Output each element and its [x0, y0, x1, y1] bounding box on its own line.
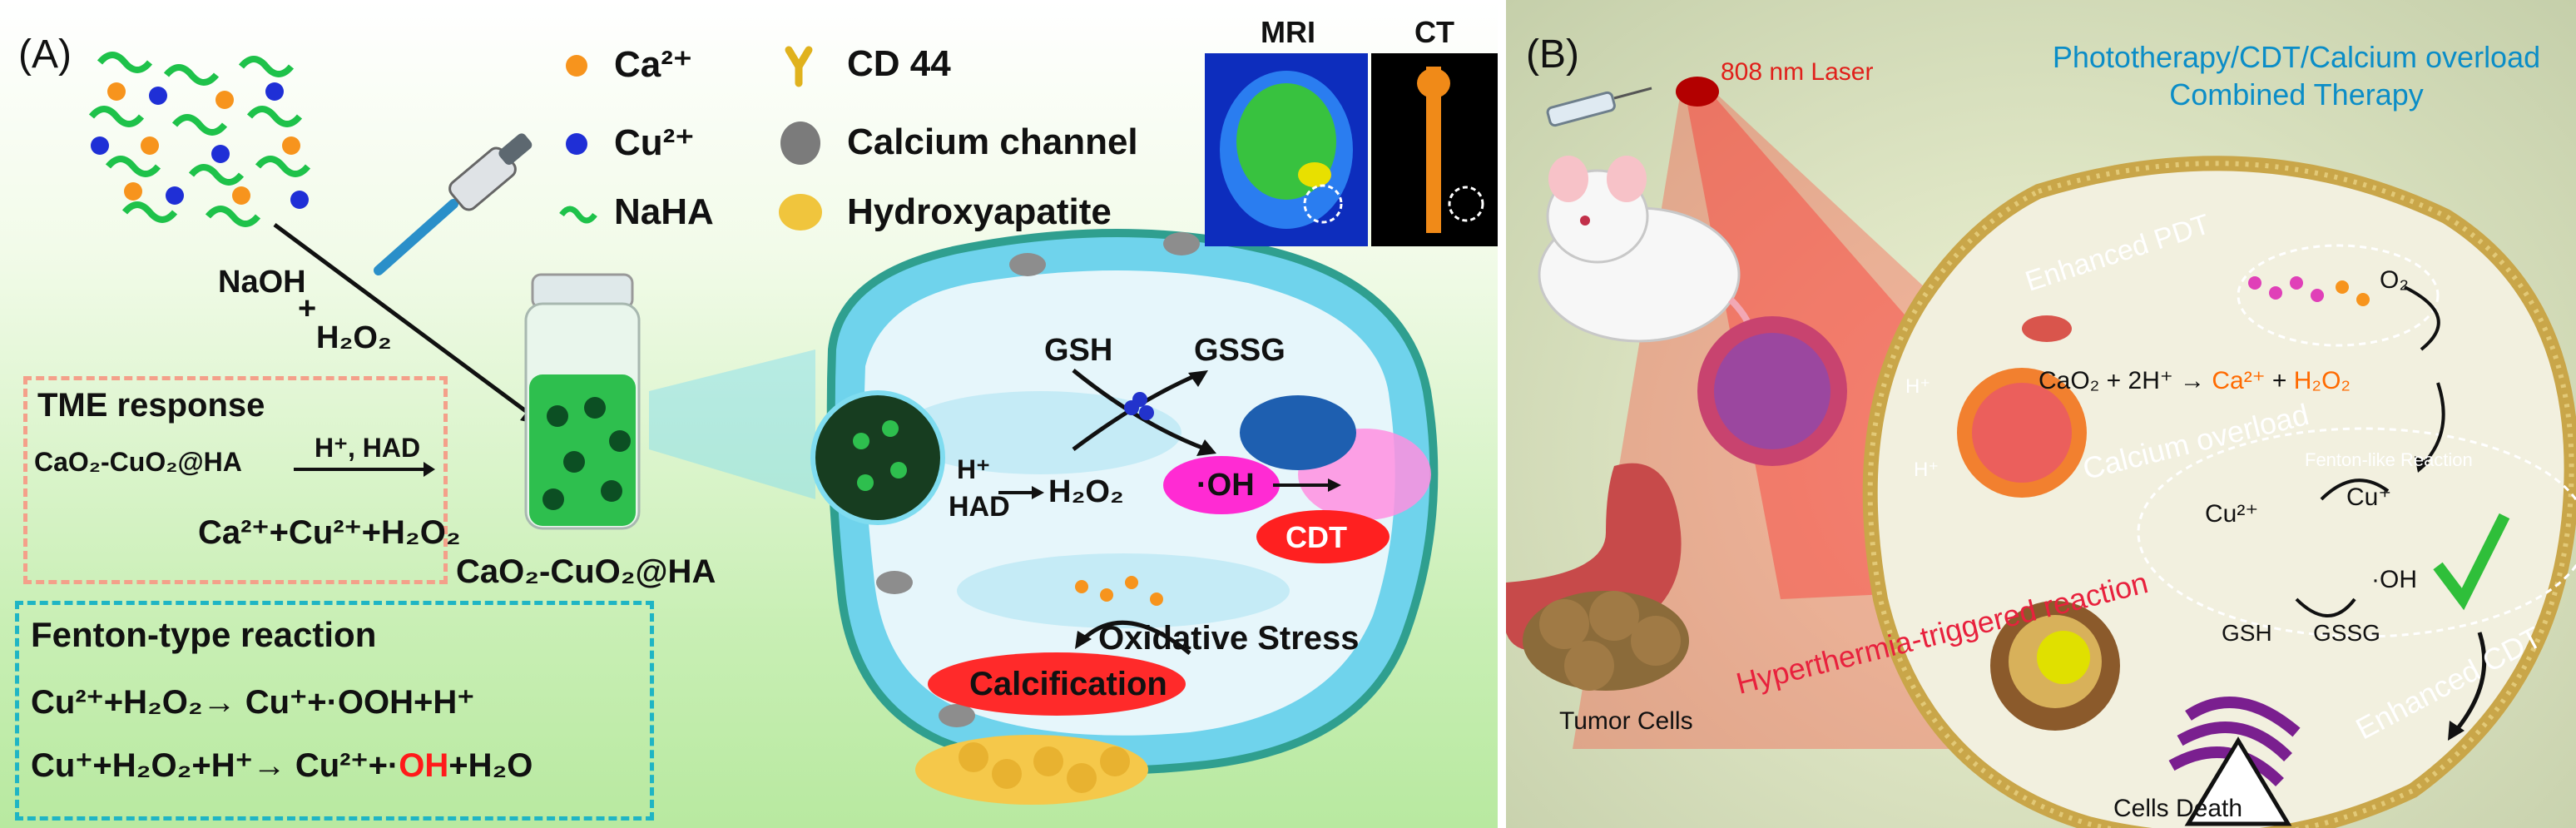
fenton-eq2-post: +H₂O: [448, 747, 533, 784]
tumor-cells-label: Tumor Cells: [1559, 707, 1693, 735]
tme-arrow: [294, 468, 427, 471]
panel-b-letter: (B): [1526, 32, 1579, 77]
title-line-1: Phototherapy/CDT/Calcium overload: [2052, 40, 2541, 74]
precursor-mixture: [88, 52, 311, 227]
tumor-cell: [826, 229, 1439, 775]
oh-radical-label: ·OH: [1196, 468, 1255, 503]
cdt-label: CDT: [1286, 520, 1347, 554]
gsh-label: GSH: [1044, 333, 1113, 368]
legend-cu-label: Cu²⁺: [614, 122, 695, 163]
panel-a: (A) Ca²⁺ Cu²⁺ NaHA CD 44 Calcium channel…: [0, 0, 1498, 828]
fenton-eq2: Cu⁺+H₂O₂+H⁺→ Cu²⁺+·OH+H₂O: [31, 746, 533, 785]
gssg-label-b: GSSG: [2313, 620, 2380, 646]
synthesis-arrow: [273, 222, 534, 419]
panel-b-graphics: [1506, 77, 2576, 828]
plus-label: +: [298, 291, 317, 326]
hydroxyapatite-legend-icon: [779, 194, 822, 231]
cao2-reaction-lhs: CaO₂ + 2H⁺ →: [2039, 367, 2212, 394]
cao2-reaction-ca: Ca²⁺: [2212, 367, 2266, 394]
nucleus: [1990, 601, 2120, 731]
legend-hydroxyapatite-label: Hydroxyapatite: [847, 191, 1112, 232]
cell-h2o2-label: H₂O₂: [1048, 474, 1124, 509]
gssg-label: GSSG: [1194, 333, 1286, 368]
fenton-eq2-pre: Cu⁺+H₂O₂+H⁺→ Cu²⁺+·: [31, 747, 399, 784]
tme-title: TME response: [37, 387, 265, 424]
mitochondrion-icon: [2022, 315, 2072, 342]
cu1-label: Cu⁺: [2346, 483, 2392, 511]
h-plus-b-1: H⁺: [1905, 375, 1930, 398]
cd44-icon: [785, 46, 813, 87]
cu2-label: Cu²⁺: [2205, 500, 2259, 528]
legend-calcium-channel-label: Calcium channel: [847, 121, 1138, 162]
danger-sign-icon: [2184, 736, 2292, 826]
gsh-label-b: GSH: [2222, 620, 2272, 646]
ct-label: CT: [1414, 15, 1454, 49]
cao2-reaction: CaO₂ + 2H⁺ → Ca²⁺ + H₂O₂: [2039, 366, 2351, 395]
increase-arrow-icon: [2433, 513, 2510, 611]
h-plus-b-2: H⁺: [1914, 459, 1939, 481]
product-label: CaO₂-CuO₂@HA: [456, 553, 716, 590]
oxidative-stress-label: Oxidative Stress: [1098, 620, 1360, 657]
mri-label: MRI: [1261, 15, 1315, 49]
tme-products: Ca²⁺+Cu²⁺+H₂O₂: [198, 514, 461, 551]
fenton-like-label: Fenton-like Reaction: [2305, 449, 2473, 470]
mouse-icon: [1538, 156, 1756, 386]
fenton-eq1: Cu²⁺+H₂O₂→ Cu⁺+·OOH+H⁺: [31, 684, 475, 721]
fenton-eq2-oh: OH: [399, 747, 449, 784]
laser-source-icon: [1676, 77, 1719, 107]
tme-reactant: CaO₂-CuO₂@HA: [34, 447, 242, 477]
cao2-reaction-plus: +: [2265, 367, 2294, 394]
pipette-icon: [374, 133, 533, 275]
calcium-channel-legend-icon: [780, 121, 820, 165]
naha-wave-icon: [559, 206, 597, 224]
cu-dot-icon: [566, 133, 587, 155]
ct-image: [1371, 53, 1498, 246]
vial-icon: [524, 273, 641, 530]
legend-naha-label: NaHA: [614, 191, 714, 232]
tme-condition: H⁺, HAD: [315, 433, 421, 463]
oh-label-b: ·OH: [2371, 566, 2417, 593]
legend-cd44-label: CD 44: [847, 43, 951, 84]
tumor-cell-cluster: [1523, 591, 1689, 691]
calcification-label: Calcification: [969, 666, 1167, 702]
legend-ca-label: Ca²⁺: [614, 44, 693, 85]
mri-image: [1205, 53, 1368, 246]
naoh-label: NaOH: [218, 265, 306, 300]
zoom-beam: [649, 350, 815, 499]
tme-response-box: TME response CaO₂-CuO₂@HA H⁺, HAD Ca²⁺+C…: [23, 376, 461, 584]
hydroxyapatite-cluster: [915, 735, 1148, 805]
calcification-band: [928, 652, 1186, 716]
calcium-channel-icon: [1009, 253, 1046, 276]
ca-dot-icon: [566, 55, 587, 77]
o2-label: O₂: [2380, 266, 2409, 294]
title-line-2: Combined Therapy: [2169, 77, 2424, 112]
h-plus-label: H⁺: [957, 454, 990, 484]
cells-death-label: Cells Death: [2113, 795, 2243, 822]
oh-radical-blob: [1163, 456, 1280, 514]
fenton-reaction-box: Fenton-type reaction Cu²⁺+H₂O₂→ Cu⁺+·OOH…: [15, 601, 654, 821]
panel-a-graphics: [88, 46, 1498, 805]
had-label: HAD: [949, 491, 1010, 523]
fenton-title: Fenton-type reaction: [31, 615, 377, 654]
syringe-icon: [1546, 87, 1652, 127]
nanoparticle-zoom: [810, 390, 945, 525]
cao2-reaction-h2o2: H₂O₂: [2293, 367, 2351, 394]
panel-a-letter: (A): [18, 32, 72, 77]
cdt-badge: [1256, 510, 1390, 563]
laser-label: 808 nm Laser: [1721, 58, 1874, 86]
h2o2-reagent-label: H₂O₂: [316, 320, 392, 355]
golgi-icon: [2168, 697, 2301, 787]
panel-b: (B) 808 nm Laser Phototherapy/CDT/Calciu…: [1506, 0, 2576, 828]
